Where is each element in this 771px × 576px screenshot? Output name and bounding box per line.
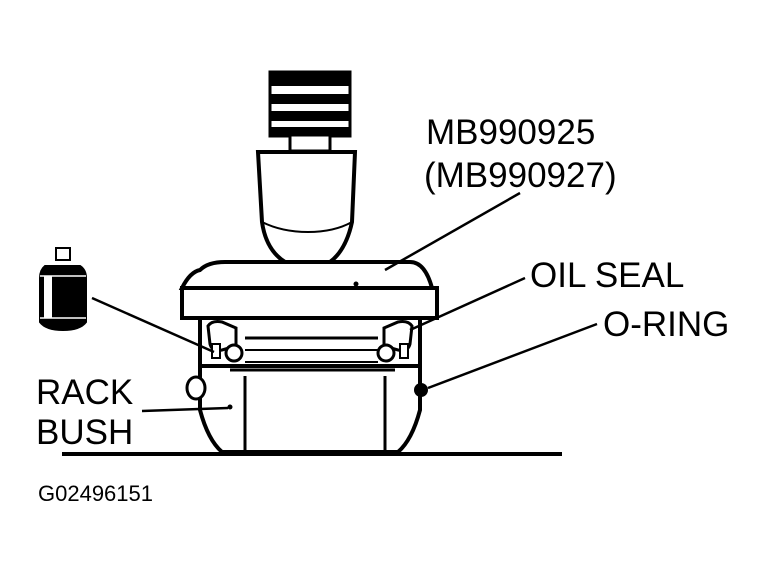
installer-tool — [178, 70, 439, 320]
figure-id: G02496151 — [38, 481, 153, 506]
oil-can-icon — [39, 247, 87, 332]
label-rack-bush-line1: RACK — [36, 373, 133, 412]
o-ring-mark — [414, 383, 428, 397]
leader-tool — [384, 191, 521, 272]
label-tool-part-number: MB990925 — [426, 113, 595, 152]
leader-oil-seal — [409, 276, 526, 332]
label-tool-part-number-alt: (MB990927) — [424, 156, 617, 195]
leader-oil-can — [91, 296, 215, 354]
rack-housing — [185, 316, 422, 454]
label-oil-seal: OIL SEAL — [530, 256, 684, 295]
label-o-ring: O-RING — [603, 305, 729, 344]
label-rack-bush-line2: BUSH — [36, 413, 133, 452]
leader-o-ring — [427, 322, 598, 390]
leader-rack-bush — [141, 406, 229, 413]
